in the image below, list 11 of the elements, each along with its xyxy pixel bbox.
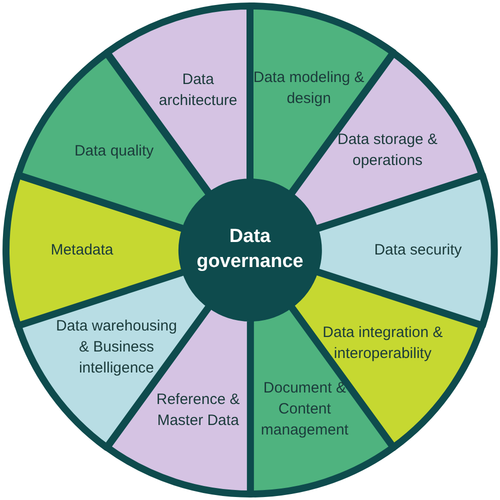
segment-label: Data integration & interoperability	[322, 322, 444, 364]
segment-label: Document & Content management	[260, 378, 350, 440]
segment-label: Data security	[373, 240, 463, 260]
segment-label: Data storage & operations	[336, 130, 439, 172]
segment-label: Data warehousing & Business intelligence	[55, 316, 178, 378]
segment-label: Data modeling & design	[252, 68, 366, 110]
segment-label: Metadata	[50, 240, 114, 260]
segment-label: Data architecture	[158, 70, 238, 112]
segment-label: Data quality	[73, 142, 155, 162]
hub-label: Data governance	[196, 225, 304, 274]
segment-label: Reference & Master Data	[155, 390, 241, 431]
